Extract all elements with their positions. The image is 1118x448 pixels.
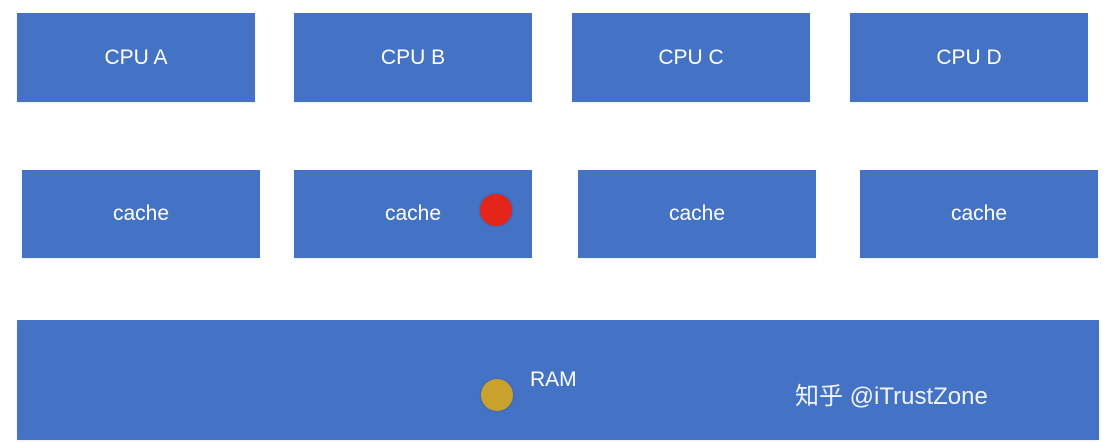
gold-data-marker: [481, 379, 513, 411]
cpu-a-label: CPU A: [104, 45, 168, 69]
red-data-marker: [480, 194, 512, 226]
cpu-d-box: CPU D: [850, 13, 1088, 102]
cache-c-box: cache: [578, 170, 816, 258]
cache-d-label: cache: [950, 202, 1008, 225]
watermark: 知乎 @iTrustZone: [795, 376, 988, 411]
cpu-b-box: CPU B: [294, 13, 532, 102]
cache-b-label: cache: [384, 202, 442, 225]
cache-a-label: cache: [112, 202, 170, 225]
ram-label: RAM: [530, 368, 577, 391]
cpu-d-label: CPU D: [936, 45, 1002, 69]
cache-d-box: cache: [860, 170, 1098, 258]
watermark-text: 知乎 @iTrustZone: [795, 383, 988, 410]
cpu-c-box: CPU C: [572, 13, 810, 102]
ram-box: RAM: [17, 320, 1099, 440]
cpu-b-label: CPU B: [380, 45, 446, 69]
cache-a-box: cache: [22, 170, 260, 258]
cpu-a-box: CPU A: [17, 13, 255, 102]
cpu-c-label: CPU C: [658, 45, 724, 69]
cache-c-label: cache: [668, 202, 726, 225]
